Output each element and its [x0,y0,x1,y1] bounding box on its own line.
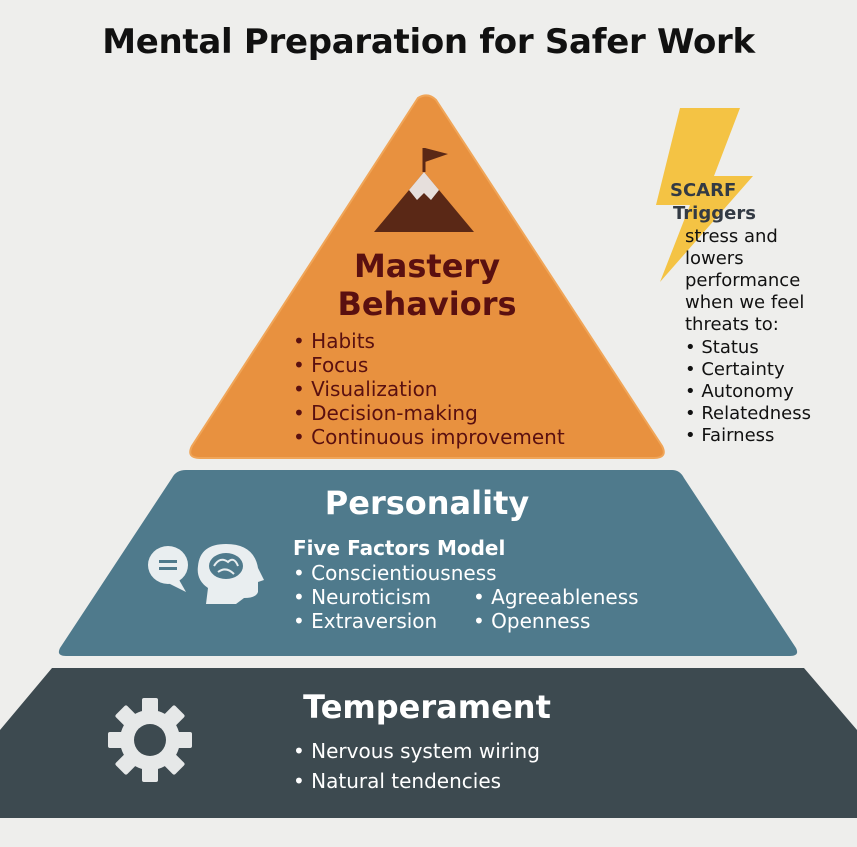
mastery-item: Continuous improvement [293,425,565,449]
mastery-item: Visualization [293,377,565,401]
mastery-item: Habits [293,329,565,353]
gear-icon [108,698,192,782]
personality-title: Personality [324,484,530,522]
scarf-body-line: when we feel [685,292,805,313]
scarf-body-line: threats to: [685,314,779,335]
mastery-list: Habits Focus Visualization Decision-maki… [293,329,565,449]
personality-item: Conscientiousness [293,561,496,585]
mastery-title-line2: Behaviors [337,285,517,323]
mastery-item: Focus [293,353,565,377]
scarf-heading-line2: Triggers [673,203,756,224]
scarf-body-line: stress and [685,226,778,247]
personality-item: Neuroticism [293,585,431,609]
personality-item: Openness [473,609,590,633]
scarf-body-line: lowers [685,248,744,269]
scarf-heading-line1: SCARF [670,180,737,201]
personality-item: Extraversion [293,609,437,633]
speech-bubble-icon [148,546,188,592]
temperament-item: Nervous system wiring [293,739,540,763]
mountain-flag-icon [374,148,474,232]
temperament-title: Temperament [303,688,551,726]
mastery-title-line1: Mastery [353,247,501,285]
scarf-item: Status [685,337,758,359]
scarf-item: Fairness [685,425,774,447]
scarf-item: Relatedness [685,403,811,425]
temperament-item: Natural tendencies [293,769,501,793]
head-brain-icon [197,544,264,604]
lightning-bolt-icon [656,108,753,282]
personality-subtitle: Five Factors Model [293,536,506,560]
scarf-item: Autonomy [685,381,793,403]
page-title: Mental Preparation for Safer Work [102,22,755,62]
mastery-title: Mastery Behaviors [300,247,554,323]
scarf-item: Certainty [685,359,784,381]
scarf-body-line: performance [685,270,801,291]
personality-item: Agreeableness [473,585,638,609]
mastery-item: Decision-making [293,401,565,425]
